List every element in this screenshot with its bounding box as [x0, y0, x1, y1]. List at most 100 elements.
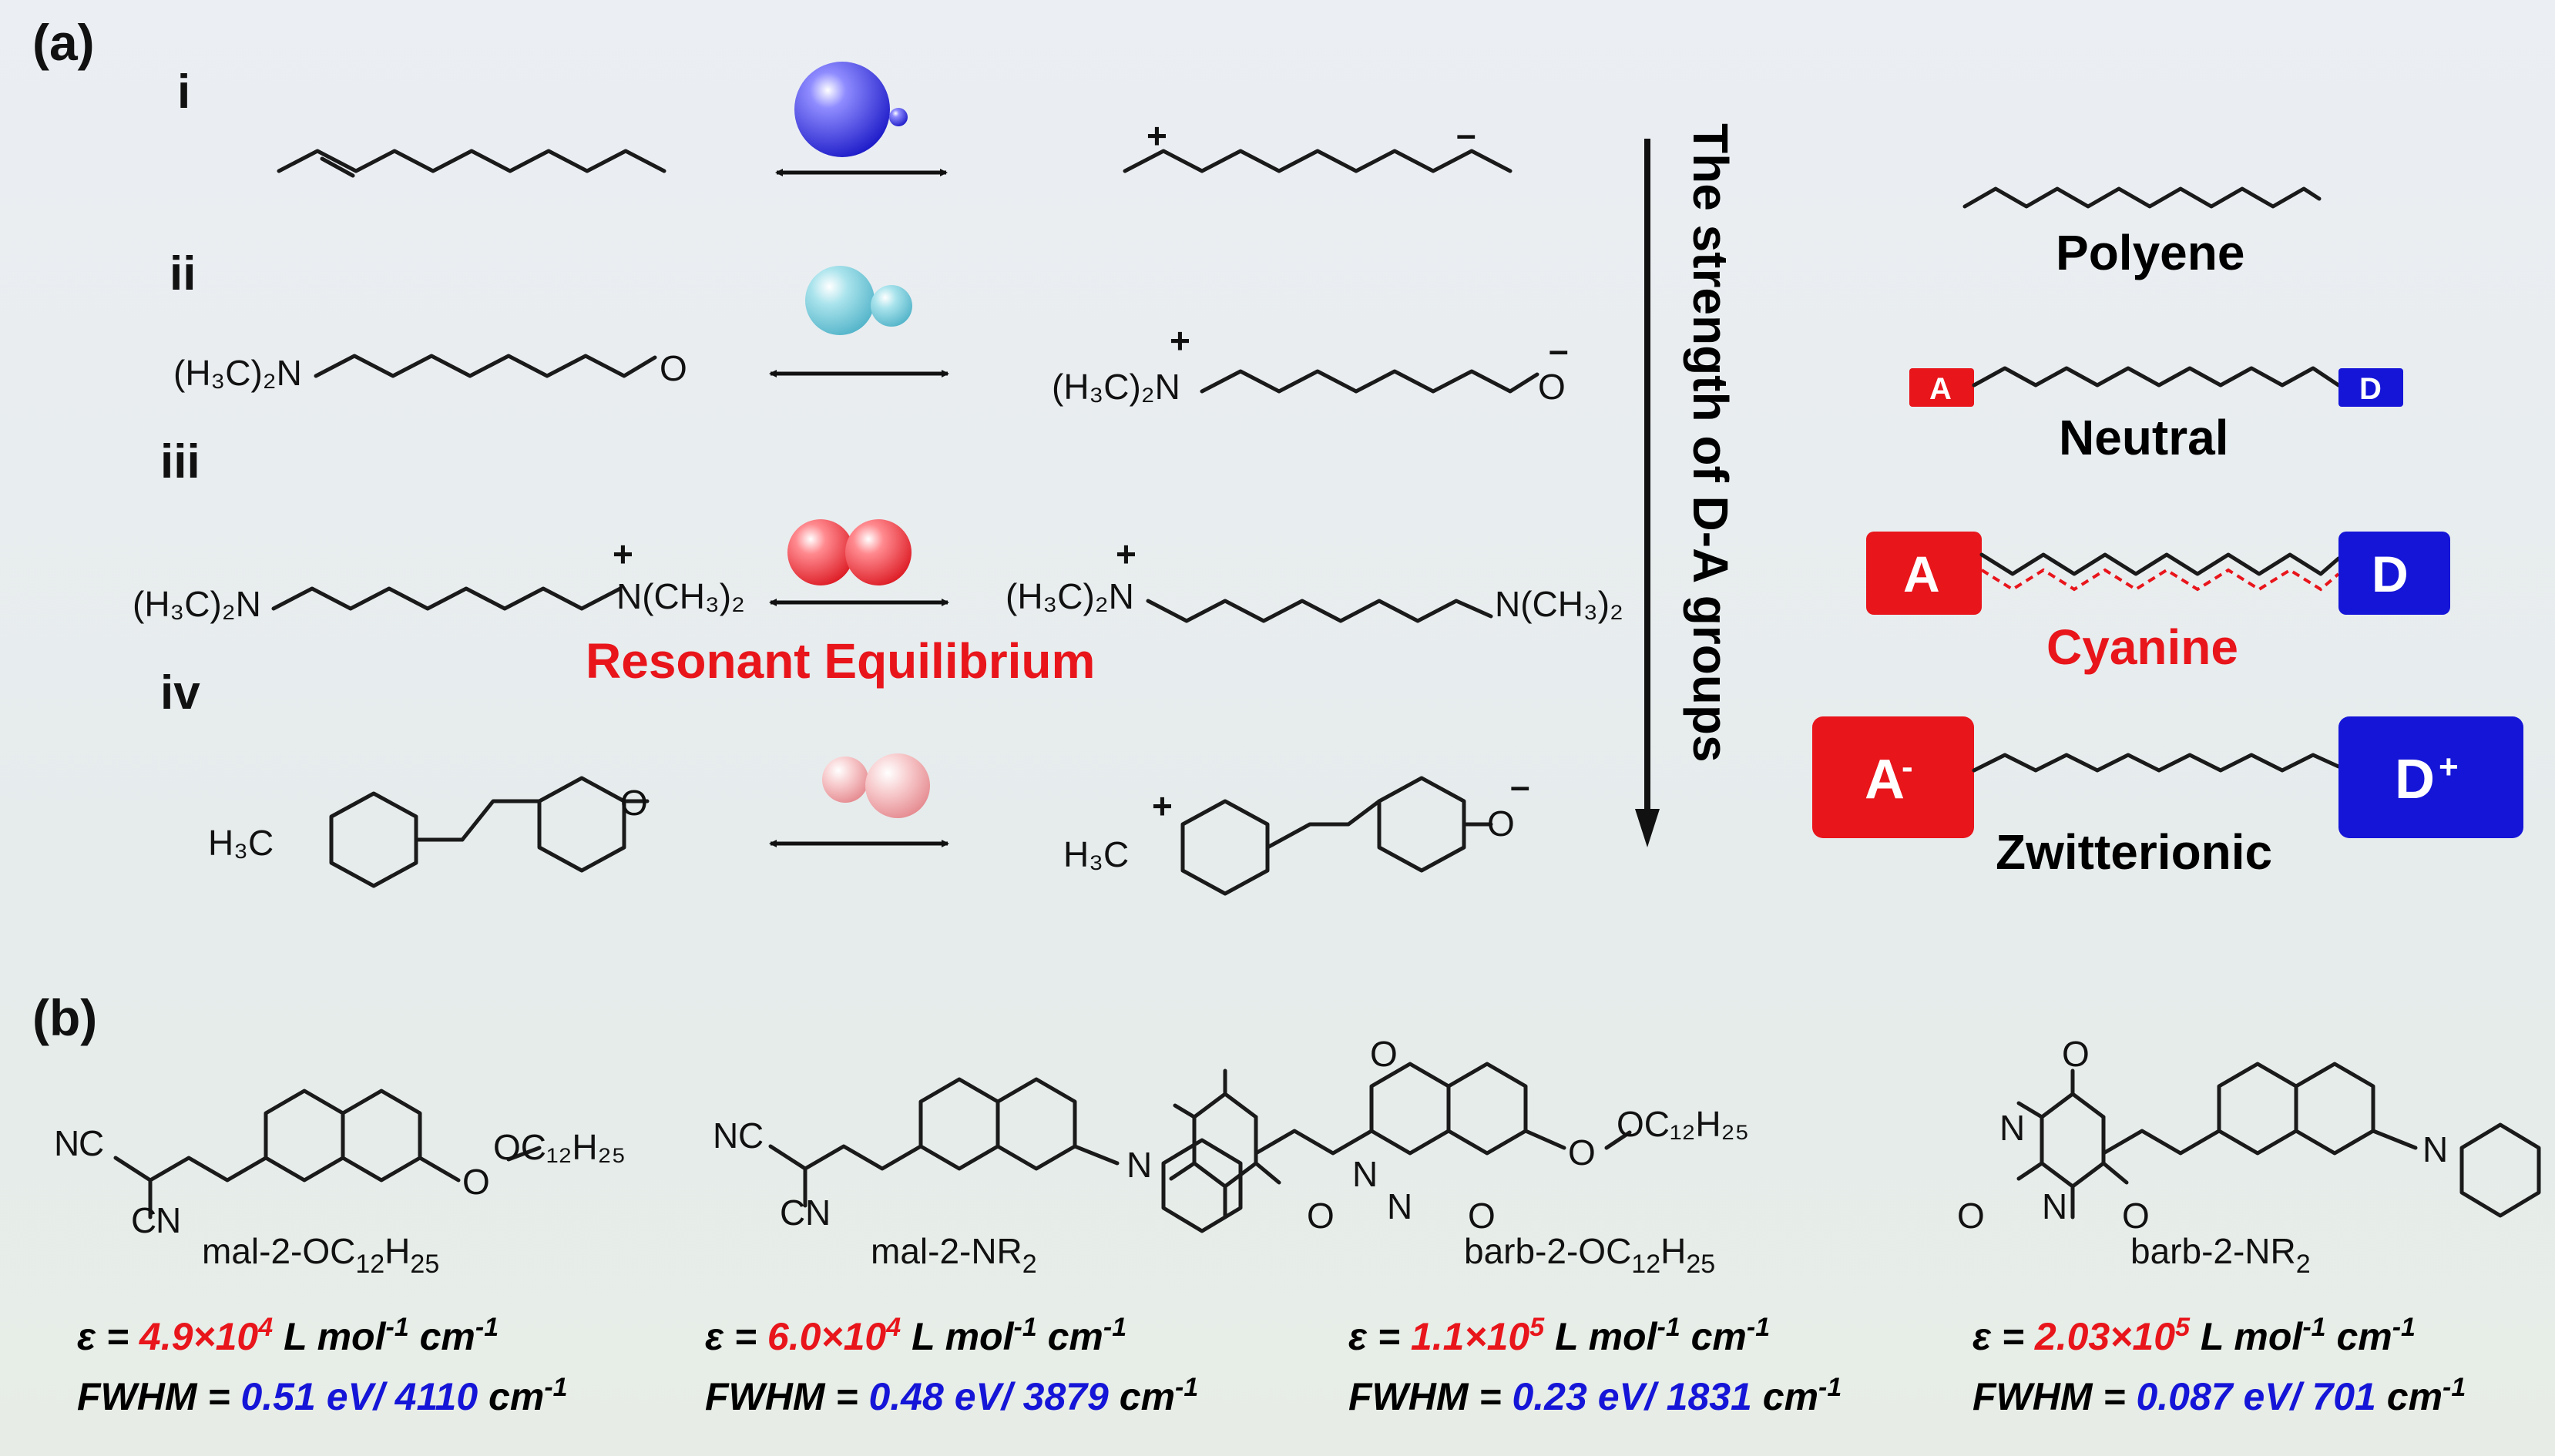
- row-ii-bubble: [805, 266, 912, 335]
- row-iii-bubble: [787, 519, 912, 585]
- row-iv-right-molecule: [1180, 776, 1493, 896]
- compound-properties: ε = 4.9×104 L mol-1 cm-1 FWHM = 0.51 eV/…: [77, 1313, 2466, 1418]
- compound-4-n-bottom: N: [2042, 1186, 2067, 1226]
- row-ii-left-chain: [314, 354, 657, 378]
- compound-4-oxygen-top: O: [2062, 1034, 2090, 1074]
- compound-3-n-bottom: N: [1387, 1186, 1412, 1226]
- row-ii-plus-charge: +: [1170, 320, 1190, 361]
- legend-cyanine-label: Cyanine: [2046, 619, 2238, 675]
- compound-3-n-top: N: [1352, 1154, 1378, 1194]
- row-i-minus-charge: –: [1456, 114, 1476, 154]
- compound-1-c1: C: [79, 1123, 104, 1163]
- legend-neutral-donor-box: [2338, 368, 2403, 407]
- legend-neutral-acceptor-box: [1909, 368, 1974, 407]
- legend-cyanine-donor: D: [2372, 545, 2409, 602]
- legend-cyanine-acceptor-box: [1866, 532, 1982, 615]
- compound-4-oxygen-left: O: [1957, 1196, 1985, 1236]
- compound-4-structure: [2016, 1062, 2541, 1219]
- compound-3-oxygen-left: O: [1307, 1196, 1335, 1236]
- compound-4-fwhm: FWHM = 0.087 eV/ 701 cm-1: [1972, 1373, 2466, 1418]
- row-iv-minus-charge: –: [1510, 766, 1530, 806]
- compound-3-fwhm: FWHM = 0.23 eV/ 1831 cm-1: [1348, 1373, 1842, 1418]
- row-ii-right-group: (H₃C)₂N: [1052, 367, 1180, 407]
- row-iii-left-end: N(CH₃)₂: [616, 576, 745, 616]
- compound-3-structure: [1169, 1062, 1632, 1219]
- row-iv-bubble: [822, 753, 930, 818]
- row-iii-right-end: N(CH₃)₂: [1495, 584, 1623, 624]
- compound-1-structure: [113, 1089, 542, 1219]
- row-iv-right-methyl: H₃C: [1063, 834, 1129, 874]
- compound-3-oxygen-right: O: [1468, 1196, 1496, 1236]
- legend-cyanine-chain: [1979, 552, 2341, 576]
- compound-4-substituent: N: [2422, 1129, 2448, 1169]
- legend-zwitterionic-acceptor: A: [1865, 749, 1905, 810]
- legend-neutral-chain: [1972, 366, 2341, 387]
- row-i-polyene-left: [277, 149, 666, 178]
- row-iv-right-oxygen: O: [1487, 803, 1515, 844]
- row-iii-right-group: (H₃C)₂N: [1006, 576, 1134, 616]
- row-ii-left-group: (H₃C)₂N: [173, 353, 302, 393]
- compound-2-n1: N: [713, 1115, 738, 1156]
- legend-polyene-chain: [1962, 186, 2322, 209]
- compound-1-c2: C: [131, 1200, 156, 1240]
- row-iii-right-plus: +: [1116, 534, 1136, 574]
- row-ii-right-oxygen: O: [1538, 367, 1566, 407]
- compound-4-name: barb-2-NR2: [2130, 1231, 2311, 1279]
- compound-2-name: mal-2-NR2: [871, 1231, 1037, 1279]
- row-iv-left-molecule: [329, 776, 650, 888]
- row-iv-plus-charge: +: [1152, 786, 1173, 826]
- row-iv-label: iv: [160, 666, 200, 720]
- row-i-plus-charge: +: [1147, 116, 1167, 156]
- row-iv-left-oxygen: O: [620, 783, 648, 823]
- legend-cyanine-donor-box: [2338, 532, 2450, 615]
- compound-4-epsilon: ε = 2.03×105 L mol-1 cm-1: [1972, 1313, 2416, 1358]
- row-iii-label: iii: [160, 435, 200, 488]
- legend-cyanine-acceptor: A: [1903, 545, 1940, 602]
- compound-2-c2: C: [780, 1193, 805, 1233]
- legend-zwitterionic-acceptor-charge: -: [1902, 748, 1913, 786]
- row-i-polyene-right: [1123, 149, 1513, 173]
- row-iv-left-methyl: H₃C: [208, 823, 274, 863]
- legend-zwitterionic-chain: [1972, 753, 2341, 773]
- compound-1-epsilon: ε = 4.9×104 L mol-1 cm-1: [77, 1313, 499, 1358]
- legend-polyene-label: Polyene: [2056, 225, 2244, 280]
- row-iii-right-chain: [1146, 599, 1493, 623]
- compound-1-substituent: OC₁₂H₂₅: [493, 1127, 626, 1167]
- panel-a-label: (a): [32, 14, 95, 71]
- legend-zwitterionic-acceptor-box: [1812, 716, 1974, 838]
- legend-zwitterionic-label: Zwitterionic: [1996, 824, 2272, 880]
- compound-3-substituent: OC₁₂H₂₅: [1617, 1104, 1749, 1144]
- row-iii-left-group: (H₃C)₂N: [133, 584, 261, 624]
- compound-3-oxygen-top: O: [1370, 1034, 1398, 1074]
- compound-3-epsilon: ε = 1.1×105 L mol-1 cm-1: [1348, 1313, 1770, 1358]
- compound-3-name: barb-2-OC12H25: [1464, 1231, 1715, 1279]
- row-iii-left-plus: +: [613, 534, 633, 574]
- compound-3-oxygen-ether: O: [1568, 1132, 1596, 1173]
- compound-4-oxygen-right: O: [2122, 1196, 2150, 1236]
- panel-b-label: (b): [32, 989, 97, 1046]
- row-ii-left-oxygen: O: [660, 348, 687, 388]
- compound-1-fwhm: FWHM = 0.51 eV/ 4110 cm-1: [77, 1373, 568, 1418]
- compound-1-name: mal-2-OC12H25: [202, 1231, 439, 1279]
- legend-neutral-acceptor: A: [1929, 372, 1952, 406]
- row-ii-right-chain: [1200, 369, 1539, 394]
- row-ii-label: ii: [170, 247, 196, 300]
- compound-2-c1: C: [738, 1115, 764, 1156]
- compound-1-n1: N: [54, 1123, 79, 1163]
- compound-2-structure: [768, 1077, 1243, 1233]
- legend-cyanine-dashed-chain: [1980, 568, 2340, 592]
- legend-neutral-label: Neutral: [2059, 410, 2229, 465]
- legend-neutral-donor: D: [2359, 372, 2382, 406]
- row-i-bubble: [794, 62, 908, 157]
- legend-zwitterionic-donor-box: [2338, 716, 2523, 838]
- resonant-equilibrium-label: Resonant Equilibrium: [586, 633, 1095, 689]
- compound-2-fwhm: FWHM = 0.48 eV/ 3879 cm-1: [705, 1373, 1198, 1418]
- da-strength-arrowhead: [1635, 809, 1660, 847]
- compound-2-n2: N: [805, 1193, 831, 1233]
- da-strength-label: The strength of D-A groups: [1683, 123, 1738, 763]
- row-iii-left-chain: [271, 586, 623, 611]
- compound-2-epsilon: ε = 6.0×104 L mol-1 cm-1: [705, 1313, 1126, 1358]
- compound-4-n-top: N: [1999, 1108, 2025, 1148]
- row-ii-minus-charge: –: [1549, 330, 1569, 370]
